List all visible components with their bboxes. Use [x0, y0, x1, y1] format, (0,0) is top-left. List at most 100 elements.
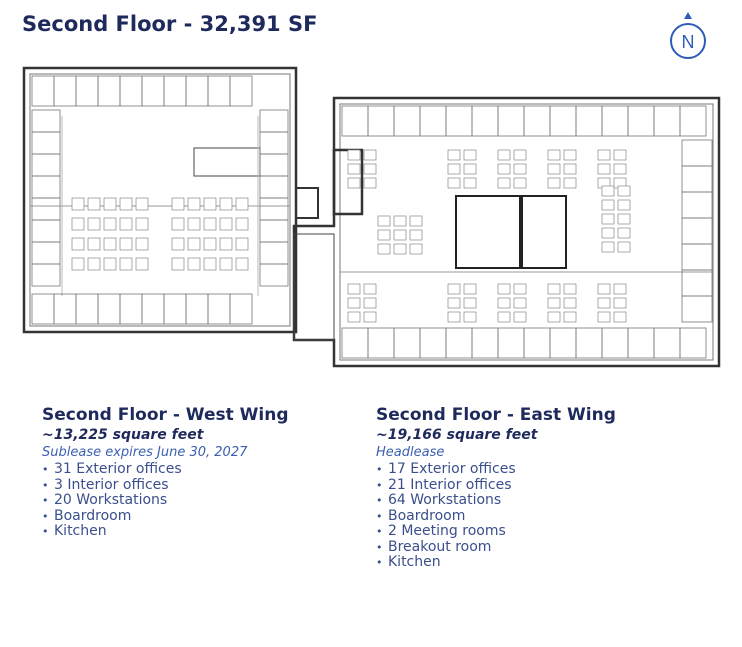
- workstation: [119, 197, 133, 211]
- workstation: [463, 177, 477, 189]
- workstation: [601, 241, 615, 253]
- workstation: [347, 177, 361, 189]
- workstation: [377, 243, 391, 255]
- east-wing-outline: [292, 96, 721, 368]
- office: [259, 109, 289, 133]
- workstation: [563, 149, 577, 161]
- office: [31, 175, 61, 199]
- office: [393, 327, 421, 359]
- workstation: [103, 197, 117, 211]
- list-item: •17 Exterior offices: [376, 461, 516, 477]
- office: [367, 105, 395, 137]
- workstation: [71, 237, 85, 251]
- workstation: [463, 163, 477, 175]
- office: [681, 217, 713, 245]
- workstation: [463, 311, 477, 323]
- east-wing-title: Second Floor - East Wing: [376, 405, 616, 425]
- connector-corridor: [295, 187, 319, 219]
- workstation: [219, 237, 233, 251]
- workstation: [547, 297, 561, 309]
- list-item: •Boardroom: [42, 507, 132, 524]
- office: [445, 105, 473, 137]
- workstation: [71, 197, 85, 211]
- east-wing-lease-note: Headlease: [376, 445, 445, 460]
- workstation: [597, 149, 611, 161]
- workstation: [87, 197, 101, 211]
- office: [75, 75, 99, 107]
- workstation: [601, 227, 615, 239]
- workstation: [447, 283, 461, 295]
- office: [259, 197, 289, 221]
- workstation: [597, 311, 611, 323]
- workstation: [87, 257, 101, 271]
- east-core: [455, 195, 521, 269]
- office: [549, 327, 577, 359]
- list-item: •31 Exterior offices: [42, 461, 182, 477]
- workstation: [601, 185, 615, 197]
- office: [445, 327, 473, 359]
- workstation: [447, 311, 461, 323]
- office: [185, 75, 209, 107]
- office: [627, 327, 655, 359]
- office: [31, 241, 61, 265]
- workstation: [171, 197, 185, 211]
- workstation: [119, 217, 133, 231]
- workstation: [203, 217, 217, 231]
- list-item: •Kitchen: [42, 523, 107, 539]
- workstation: [563, 163, 577, 175]
- workstation: [447, 177, 461, 189]
- office: [471, 327, 499, 359]
- office: [31, 293, 55, 325]
- workstation: [513, 311, 527, 323]
- east-wing-area: ~19,166 square feet: [376, 427, 538, 443]
- workstation: [219, 197, 233, 211]
- workstation: [187, 197, 201, 211]
- workstation: [497, 149, 511, 161]
- west-wing-section: Second Floor - West Wing ~13,225 square …: [42, 405, 288, 540]
- workstation: [119, 257, 133, 271]
- office: [575, 105, 603, 137]
- workstation: [463, 149, 477, 161]
- workstation: [463, 283, 477, 295]
- workstation: [203, 197, 217, 211]
- workstation: [601, 213, 615, 225]
- workstation: [87, 237, 101, 251]
- west-wing-area: ~13,225 square feet: [42, 427, 204, 443]
- office: [259, 241, 289, 265]
- workstation: [497, 297, 511, 309]
- workstation: [497, 311, 511, 323]
- list-item: •20 Workstations: [42, 492, 168, 508]
- office: [185, 293, 209, 325]
- office: [31, 131, 61, 155]
- workstation: [119, 237, 133, 251]
- workstation: [71, 217, 85, 231]
- workstation: [377, 229, 391, 241]
- workstation: [463, 297, 477, 309]
- list-item: •Breakout room: [376, 538, 492, 555]
- office: [53, 75, 77, 107]
- workstation: [409, 243, 423, 255]
- office: [653, 105, 681, 137]
- office: [681, 295, 713, 323]
- workstation: [377, 215, 391, 227]
- workstation: [617, 199, 631, 211]
- workstation: [513, 149, 527, 161]
- workstation: [547, 311, 561, 323]
- workstation: [597, 297, 611, 309]
- office: [259, 175, 289, 199]
- workstation: [171, 237, 185, 251]
- workstation: [71, 257, 85, 271]
- east-wing-features: •17 Exterior offices •21 Interior office…: [376, 461, 616, 571]
- workstation: [513, 283, 527, 295]
- workstation: [103, 237, 117, 251]
- floor-plan-drawing: [22, 66, 721, 368]
- office: [653, 327, 681, 359]
- workstation: [219, 257, 233, 271]
- office: [75, 293, 99, 325]
- office: [497, 105, 525, 137]
- office: [393, 105, 421, 137]
- workstation: [187, 217, 201, 231]
- workstation: [347, 149, 361, 161]
- office: [681, 165, 713, 193]
- west-wing-outline: [22, 66, 298, 334]
